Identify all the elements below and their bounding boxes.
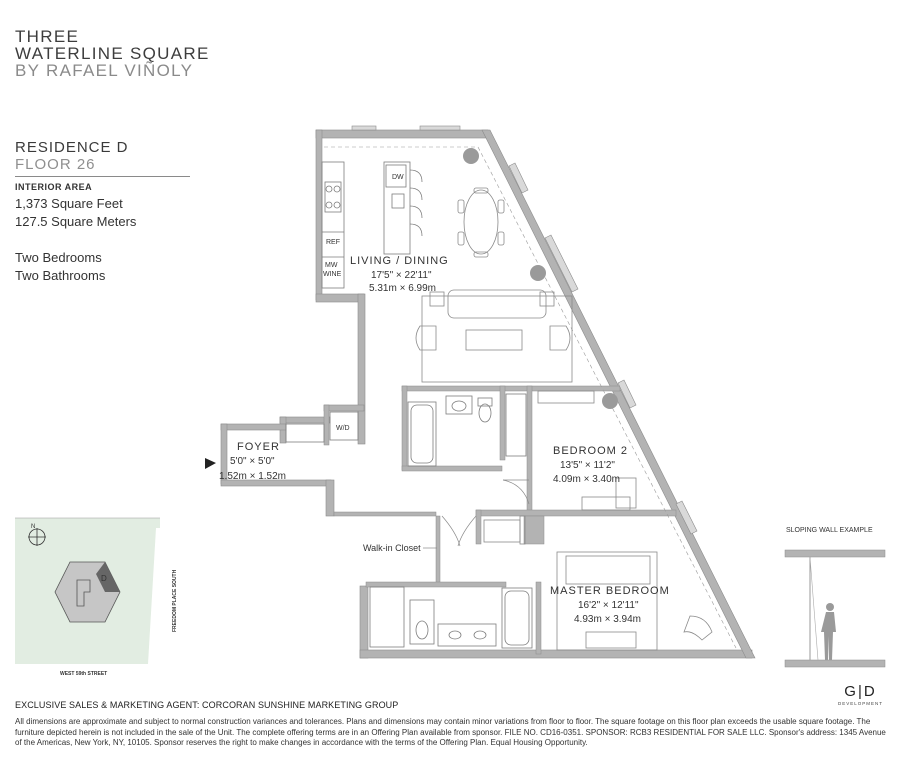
master-bath — [369, 586, 533, 649]
key-plan-unit-label: D — [101, 574, 107, 583]
interior-walls — [323, 385, 677, 655]
sloping-wall-label: SLOPING WALL EXAMPLE — [786, 527, 873, 534]
building-title-line1: THREE — [15, 27, 80, 46]
column-circle — [530, 265, 546, 281]
master-bedroom-name: MASTER BEDROOM — [550, 585, 670, 597]
area-sqft: 1,373 Square Feet — [15, 196, 123, 211]
column-circle — [463, 148, 479, 164]
living-room-metric: 5.31m × 6.99m — [369, 283, 436, 294]
walk-in-closet-label: Walk-in Closet — [363, 543, 421, 553]
living-furniture — [415, 187, 573, 383]
bedroom-2-imperial: 13'5" × 11'2" — [560, 460, 615, 471]
master-bedroom-metric: 4.93m × 3.94m — [574, 614, 641, 625]
kitchen — [321, 161, 423, 289]
street-label-bottom: WEST 59th STREET — [60, 671, 107, 677]
microwave-label: MW — [325, 262, 338, 269]
exterior-walls — [220, 129, 756, 659]
developer-logo: G|D DEVELOPMENT — [838, 683, 883, 706]
building-title-line2: WATERLINE SQUARE — [15, 44, 210, 63]
residence-heading: RESIDENCE D FLOOR 26 — [15, 139, 129, 173]
bedroom-2-furniture — [537, 390, 637, 511]
residence-name: RESIDENCE D — [15, 139, 129, 156]
bedroom-2-metric: 4.09m × 3.40m — [553, 474, 620, 485]
living-room-name: LIVING / DINING — [350, 255, 449, 267]
residence-floor: FLOOR 26 — [15, 156, 96, 173]
sales-agent: EXCLUSIVE SALES & MARKETING AGENT: CORCO… — [15, 700, 399, 710]
developer-label: DEVELOPMENT — [838, 701, 884, 706]
foyer-imperial: 5'0" × 5'0" — [230, 456, 275, 467]
sloping-wall-diagram — [784, 549, 886, 668]
dishwasher-label: DW — [392, 174, 404, 181]
legal-disclaimer: All dimensions are approximate and subje… — [15, 717, 886, 747]
doors — [423, 479, 530, 549]
human-figure-icon — [821, 603, 836, 660]
master-furniture — [483, 515, 713, 651]
ceiling-line — [324, 146, 737, 649]
key-plan — [15, 517, 168, 664]
heading-divider — [15, 176, 190, 177]
living-room-imperial: 17'5" × 22'11" — [371, 270, 432, 281]
foyer-name: FOYER — [237, 441, 280, 453]
developer-mark: G|D — [844, 683, 877, 700]
entry-arrow-icon — [205, 458, 216, 469]
wine-label: WINE — [323, 271, 342, 278]
refrigerator-label: REF — [326, 239, 340, 246]
building-title-architect: BY RAFAEL VIÑOLY — [15, 61, 194, 80]
washer-dryer-label: W/D — [336, 425, 350, 432]
bedroom-2-name: BEDROOM 2 — [553, 445, 628, 457]
bedroom-count: Two Bedrooms — [15, 250, 102, 265]
north-arrow-icon: N — [31, 524, 35, 530]
area-sqm: 127.5 Square Meters — [15, 214, 137, 229]
foyer-metric: 1.52m × 1.52m — [219, 471, 286, 482]
bathroom-count: Two Bathrooms — [15, 268, 106, 283]
laundry — [285, 411, 359, 443]
street-label-right: FREEDOM PLACE SOUTH — [172, 569, 178, 632]
master-bedroom-imperial: 16'2" × 12'11" — [578, 600, 639, 611]
windows — [351, 125, 698, 535]
interior-area-label: INTERIOR AREA — [15, 182, 93, 192]
building-title: THREE WATERLINE SQUARE BY RAFAEL VIÑOLY — [15, 28, 210, 79]
bathroom-2 — [407, 393, 527, 467]
column-circle — [602, 393, 618, 409]
